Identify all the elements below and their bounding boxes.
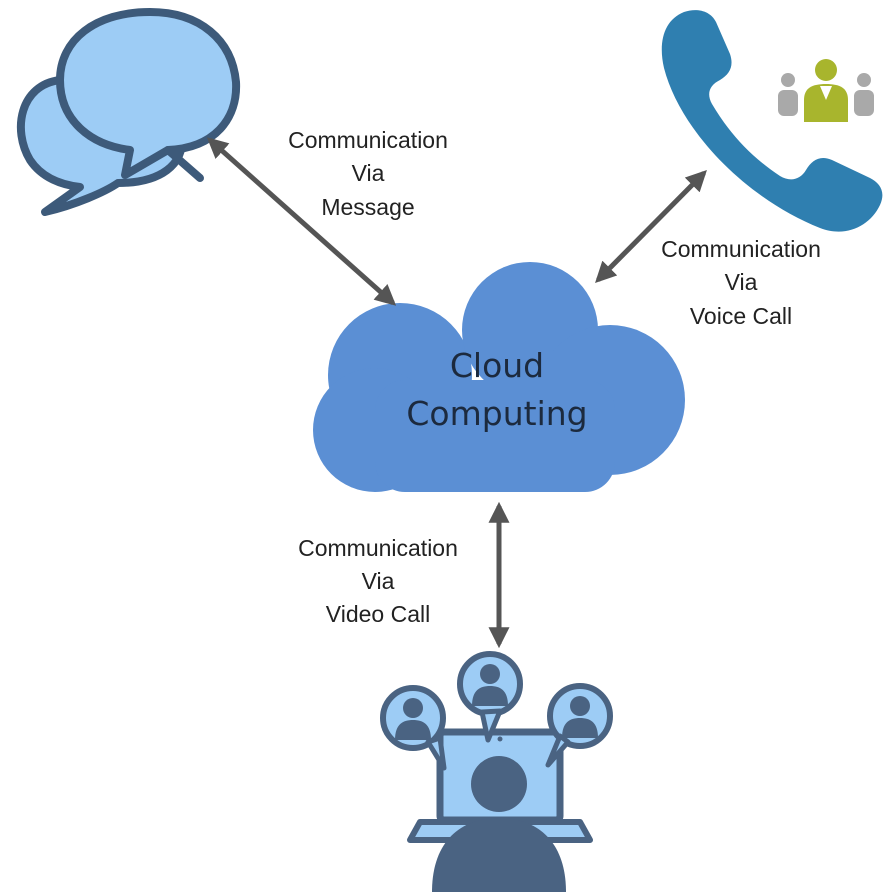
- cloud-shape: [313, 262, 685, 492]
- voice-label-line2: Via: [725, 269, 758, 295]
- message-label-line1: Communication: [288, 127, 448, 153]
- voice-label-line3: Voice Call: [690, 303, 792, 329]
- video-conference-icon: [380, 651, 613, 892]
- message-label-line3: Message: [321, 194, 414, 220]
- video-label-line2: Via: [362, 568, 395, 594]
- people-group-icon: [778, 59, 874, 122]
- cloud-title-line1: Cloud: [450, 346, 544, 385]
- phone-icon: [661, 10, 883, 232]
- cloud-title-line2: Computing: [406, 394, 587, 433]
- participant-right-icon: [545, 683, 613, 768]
- arrow-voice: [595, 170, 707, 283]
- participant-left-icon: [380, 685, 447, 771]
- message-label-line2: Via: [352, 160, 385, 186]
- voice-label-line1: Communication: [661, 236, 821, 262]
- participant-center-icon: [457, 651, 523, 743]
- chat-bubbles-icon: [16, 8, 241, 216]
- video-label-line1: Communication: [298, 535, 458, 561]
- video-label-line3: Video Call: [326, 601, 430, 627]
- arrow-message: [206, 137, 397, 306]
